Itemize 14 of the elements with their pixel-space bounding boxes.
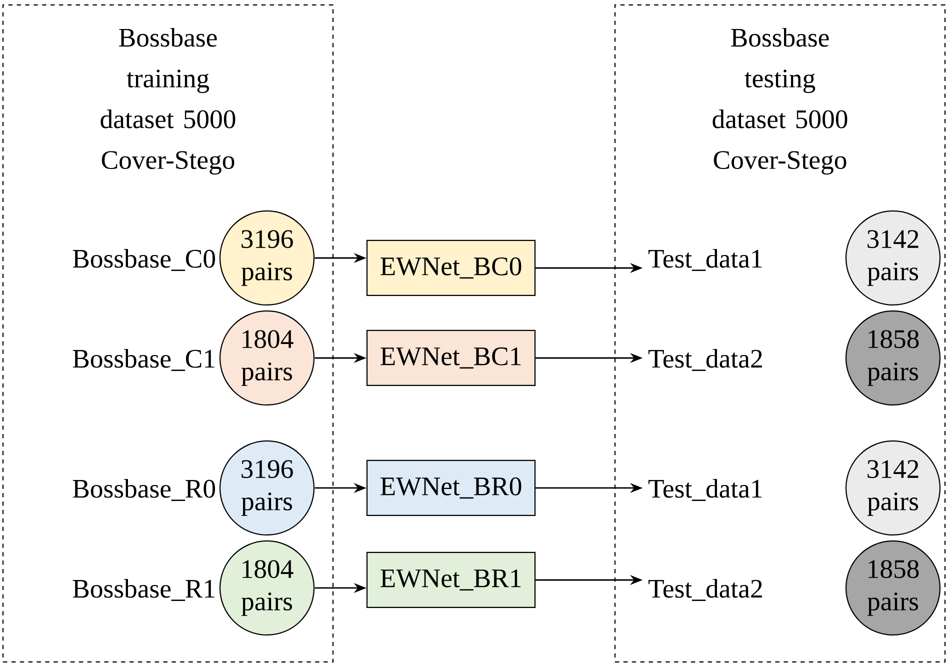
- dataset-label: Test_data1: [648, 249, 762, 271]
- dataset-label: Test_data1: [648, 479, 762, 501]
- dataset-label: Bossbase_C1: [72, 349, 214, 371]
- dataset-label: Bossbase_C0: [72, 249, 215, 271]
- dataset-label: Bossbase_R1: [72, 579, 214, 601]
- heading: Bossbase training dataset 5000 Cover-Stego: [100, 28, 236, 175]
- model-box: EWNet_BC1: [366, 330, 536, 386]
- heading: Bossbase testing dataset 5000 Cover-Stego: [712, 28, 848, 175]
- model-box: EWNet_BC0: [366, 240, 536, 296]
- model-box: EWNet_BR0: [366, 460, 536, 516]
- dataset-label: Test_data2: [648, 579, 762, 601]
- dataset-label: Bossbase_R0: [72, 479, 215, 501]
- dataset-label: Test_data2: [648, 349, 762, 371]
- model-box: EWNet_BR1: [366, 552, 536, 608]
